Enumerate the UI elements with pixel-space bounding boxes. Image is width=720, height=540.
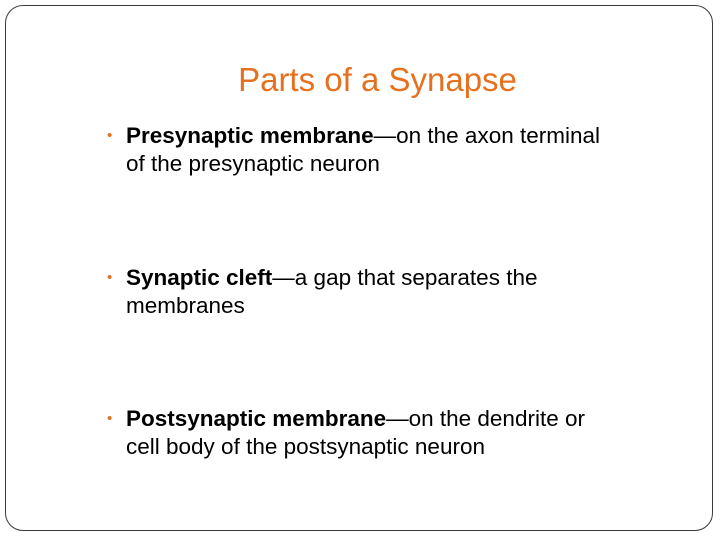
bullet-text: Presynaptic membrane—on the axon termina… — [109, 122, 689, 178]
bullet-term: Postsynaptic membrane — [126, 406, 387, 431]
bullet-text: Synaptic cleft—a gap that separates the … — [109, 264, 689, 320]
bullet-icon: • — [107, 410, 113, 427]
slide-frame — [5, 5, 713, 531]
bullet-icon: • — [107, 269, 113, 286]
bullet-line: Synaptic cleft—a gap that separates the — [126, 264, 689, 292]
bullet-text: Postsynaptic membrane—on the dendrite or… — [109, 405, 689, 461]
bullet-item: • Postsynaptic membrane—on the dendrite … — [107, 405, 689, 461]
bullet-description: —on the axon terminal — [373, 123, 600, 148]
bullet-line: membranes — [126, 293, 245, 318]
bullet-icon: • — [107, 127, 113, 144]
slide-title: Parts of a Synapse — [238, 61, 517, 98]
bullet-line: cell body of the postsynaptic neuron — [126, 434, 485, 459]
bullet-description: —on the dendrite or — [386, 406, 585, 431]
bullet-line: Postsynaptic membrane—on the dendrite or — [126, 405, 689, 433]
bullet-description: —a gap that separates the — [272, 265, 538, 290]
bullet-item: • Synaptic cleft—a gap that separates th… — [107, 264, 689, 320]
bullet-item: • Presynaptic membrane—on the axon termi… — [107, 122, 689, 178]
bullet-line: of the presynaptic neuron — [126, 151, 380, 176]
bullet-term: Synaptic cleft — [126, 265, 273, 290]
bullet-term: Presynaptic membrane — [126, 123, 374, 148]
bullet-line: Presynaptic membrane—on the axon termina… — [126, 122, 689, 150]
